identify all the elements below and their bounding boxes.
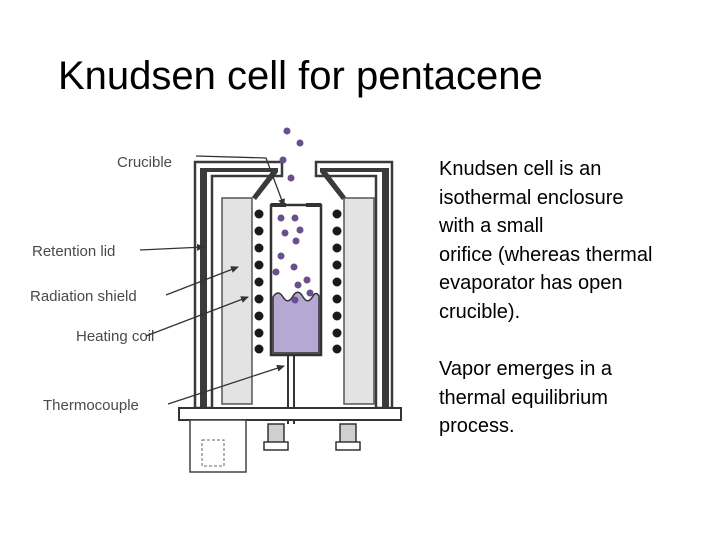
label-radiation-shield: Radiation shield	[30, 288, 137, 305]
arrow-heating-coil	[145, 296, 249, 337]
vapor-molecules	[272, 127, 314, 304]
description-paragraph-2: Vapor emerges in a thermal equilibrium p…	[439, 358, 613, 437]
leader-arrows	[139, 155, 285, 405]
arrow-radiation-shield	[165, 266, 239, 296]
radiation-shield-right	[343, 197, 375, 405]
arrow-retention-lid	[139, 243, 205, 251]
label-heating-coil: Heating coil	[76, 328, 154, 345]
arrow-thermocouple	[167, 364, 285, 405]
arrow-crucible	[195, 155, 285, 207]
description-paragraph-1: Knudsen cell is an isothermal enclosure …	[439, 158, 653, 323]
base-flange	[178, 407, 402, 473]
label-retention-lid: Retention lid	[32, 243, 115, 260]
slide-title: Knudsen cell for pentacene	[58, 54, 543, 98]
label-thermocouple: Thermocouple	[43, 397, 139, 414]
pentacene-charge	[272, 291, 320, 354]
crucible	[269, 203, 323, 357]
description: Knudsen cell is an isothermal enclosure …	[439, 155, 709, 441]
label-crucible: Crucible	[117, 154, 172, 171]
heating-coil	[254, 209, 342, 354]
